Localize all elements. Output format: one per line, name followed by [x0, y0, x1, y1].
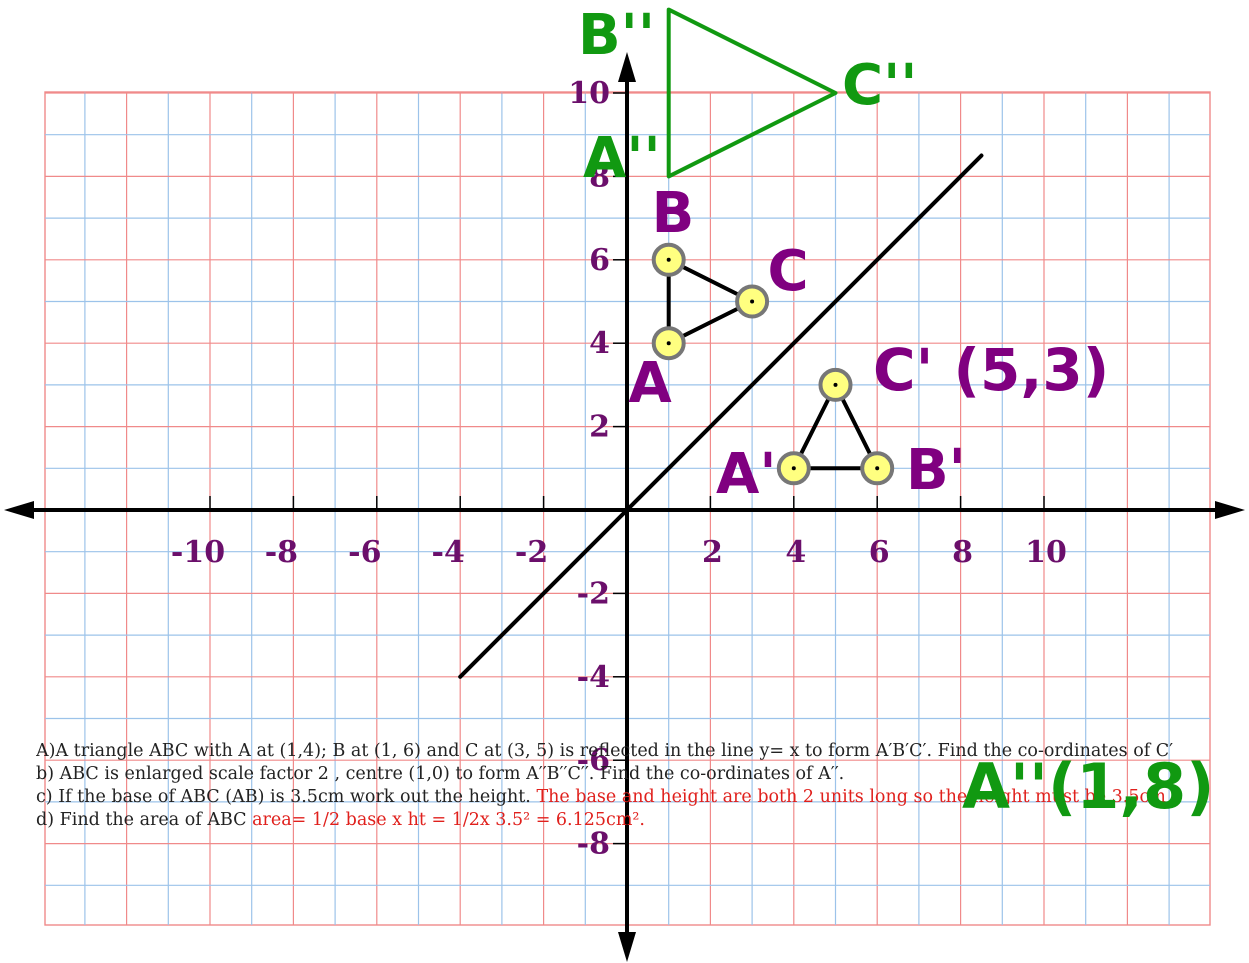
- label-a1: A': [716, 442, 776, 507]
- y-tick-label: -6: [577, 743, 610, 778]
- x-tick-label: -10: [171, 535, 225, 570]
- x-tick-label: 6: [869, 535, 890, 570]
- label-a: A: [628, 351, 672, 416]
- vertex-dot: [666, 257, 671, 262]
- label-c: C: [767, 239, 808, 304]
- label-b: B: [652, 181, 695, 246]
- label-a2: A'': [583, 126, 661, 191]
- vertex-dot: [750, 299, 755, 304]
- x-tick-label: -4: [432, 535, 465, 570]
- question-c-answer: The base and height are both 2 units lon…: [530, 787, 1166, 807]
- x-tick-label: -2: [515, 535, 548, 570]
- question-c-text: c) If the base of ABC (AB) is 3.5cm work…: [36, 787, 531, 807]
- vertex-dot: [875, 466, 880, 471]
- point-labels: A B C A' B' C' (5,3) A'' B'' C'': [578, 3, 1109, 507]
- question-text: A)A triangle ABC with A at (1,4); B at (…: [36, 740, 1249, 832]
- y-tick-label: 6: [589, 243, 610, 278]
- question-d: d) Find the area of ABC area= 1/2 base x…: [36, 809, 1249, 832]
- question-d-text: d) Find the area of ABC: [36, 810, 247, 830]
- x-tick-label: -8: [265, 535, 298, 570]
- y-tick-label: 8: [589, 159, 610, 194]
- question-a: A)A triangle ABC with A at (1,4); B at (…: [36, 741, 1174, 761]
- vertex-markers: [651, 242, 895, 486]
- mirror-line: [458, 153, 984, 679]
- label-c1: C' (5,3): [873, 336, 1109, 404]
- vertex-dot: [833, 382, 838, 387]
- y-tick-label: 4: [589, 326, 610, 361]
- question-c: c) If the base of ABC (AB) is 3.5cm work…: [36, 786, 1249, 809]
- triangles: [666, 7, 880, 471]
- x-axis-arrow-left: [4, 501, 34, 519]
- y-tick-label: -2: [577, 576, 610, 611]
- triangle-a1b1c1: [791, 382, 880, 471]
- x-tick-label: 2: [702, 535, 723, 570]
- x-tick-label: 8: [952, 535, 973, 570]
- label-b1: B': [906, 438, 966, 503]
- x-tick-label: 10: [1025, 535, 1067, 570]
- y-axis-arrow-up: [618, 52, 636, 82]
- question-b: b) ABC is enlarged scale factor 2 , cent…: [36, 764, 845, 784]
- vertex-dot: [666, 341, 671, 346]
- tick-labels: -10 -8 -6 -4 -2 2 4 6 8 10 10 8 6 4 2 -2 -4 -6 -8: [171, 76, 1067, 862]
- mirror-line-y-equals-x: [458, 153, 984, 679]
- label-c2: C'': [842, 53, 917, 118]
- triangle-a2b2c2: [666, 7, 838, 179]
- triangle-abc: [666, 257, 755, 346]
- x-tick-label: -6: [348, 535, 381, 570]
- y-tick-label: 10: [568, 76, 610, 111]
- x-axis-arrow-right: [1215, 501, 1245, 519]
- label-b2: B'': [578, 3, 655, 68]
- y-tick-label: -4: [577, 660, 610, 695]
- y-tick-label: -8: [577, 827, 610, 862]
- answer-a-double-prime: A''(1,8): [962, 750, 1215, 823]
- y-axis-arrow-down: [618, 932, 636, 962]
- y-tick-label: 2: [589, 410, 610, 445]
- vertex-dot: [791, 466, 796, 471]
- x-tick-label: 4: [785, 535, 806, 570]
- question-d-answer: area= 1/2 base x ht = 1/2x 3.5² = 6.125c…: [246, 810, 645, 830]
